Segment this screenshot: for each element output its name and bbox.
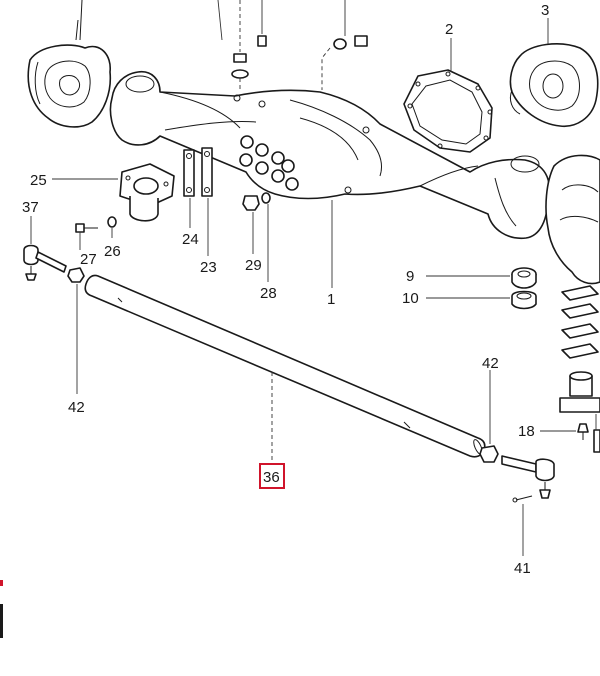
axle-housing[interactable]	[109, 70, 550, 239]
edge-marker-dark	[0, 604, 3, 638]
callout-37: 37	[22, 199, 39, 216]
kingpin-bearing[interactable]	[559, 371, 600, 413]
top-fasteners[interactable]	[217, 0, 368, 90]
callout-26: 26	[104, 243, 121, 260]
right-steering-knuckle[interactable]	[545, 154, 600, 285]
drive-flange[interactable]	[119, 163, 175, 222]
edge-marker-red	[0, 580, 3, 586]
washer-26[interactable]	[107, 216, 117, 228]
cotter-pin[interactable]	[512, 495, 533, 503]
callout-27: 27	[80, 251, 97, 268]
cover-gasket[interactable]	[403, 69, 493, 153]
callout-10: 10	[402, 290, 419, 307]
washer-28[interactable]	[261, 192, 271, 204]
right-tie-rod-end[interactable]	[501, 455, 555, 499]
tie-rod-tube[interactable]	[84, 274, 486, 458]
shackle-plate-24[interactable]	[183, 149, 195, 197]
right-lock-nut[interactable]	[479, 445, 499, 463]
callout-9: 9	[406, 268, 414, 285]
seal-10[interactable]	[511, 290, 537, 310]
shim-stack[interactable]	[561, 285, 599, 359]
callout-3: 3	[541, 2, 549, 19]
nut-29[interactable]	[242, 195, 260, 211]
callout-28: 28	[260, 285, 277, 302]
left-tie-rod-end[interactable]	[23, 244, 67, 281]
callout-2: 2	[445, 21, 453, 38]
right-hub[interactable]	[509, 43, 599, 127]
callout-41: 41	[514, 560, 531, 577]
seal-9[interactable]	[511, 267, 537, 289]
left-steering-knuckle[interactable]	[27, 0, 112, 128]
bolt-27[interactable]	[75, 223, 98, 233]
callout-42-left: 42	[68, 399, 85, 416]
grease-nipple[interactable]	[577, 423, 600, 453]
callout-24: 24	[182, 231, 199, 248]
callout-36-highlight	[259, 463, 285, 489]
callout-25: 25	[30, 172, 47, 189]
callout-29: 29	[245, 257, 262, 274]
callout-1: 1	[327, 291, 335, 308]
callout-23: 23	[200, 259, 217, 276]
callout-18: 18	[518, 423, 535, 440]
callout-36: 36	[263, 469, 280, 486]
shackle-plate-23[interactable]	[201, 147, 213, 197]
left-lock-nut[interactable]	[67, 267, 85, 283]
callout-42-right: 42	[482, 355, 499, 372]
